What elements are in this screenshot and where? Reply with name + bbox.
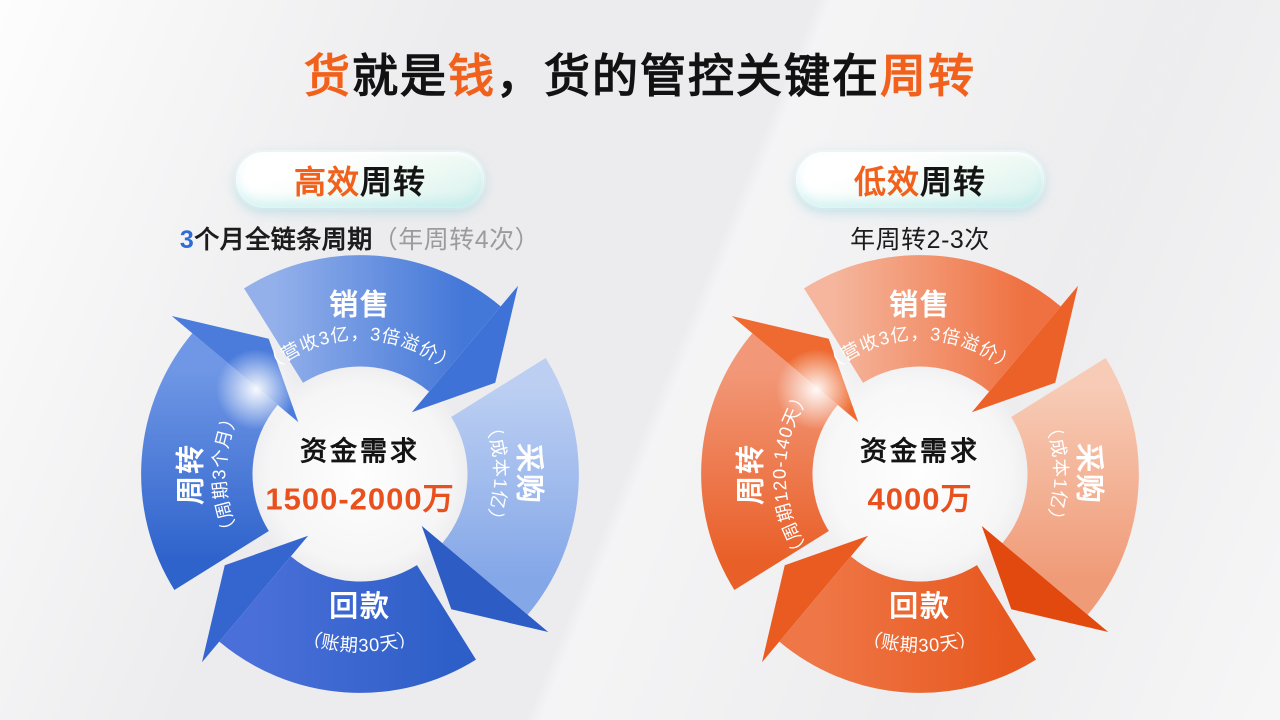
ring-center-glow xyxy=(246,360,474,588)
badge-rest-text: 周转 xyxy=(360,164,427,200)
node-sales-label: 销售 xyxy=(329,290,390,322)
node-purchase-label: 采购 xyxy=(1072,443,1105,504)
arrow-purchase-icon xyxy=(981,525,1109,633)
ring-center-glow xyxy=(806,360,1034,588)
cycle-ring-orange: 销售 （营收3亿，3倍溢价） 采购 （成本1亿） 回款 （账期30天） 周转 （… xyxy=(680,234,1160,714)
page-title: 货就是钱，货的管控关键在周转 xyxy=(304,50,976,102)
node-collection-label: 回款 xyxy=(889,591,950,623)
badge-highlight-text: 低效 xyxy=(853,164,920,200)
capital-requirement-value: 4000万 xyxy=(867,481,973,517)
cycle-ring-blue: 销售 （营收3亿，3倍溢价） 采购 （成本1亿） 回款 （账期30天） 周转 （… xyxy=(120,234,600,714)
panel-efficient-turnover: 高效周转 3个月全链条周期（年周转4次） xyxy=(70,150,650,716)
title-highlight: 钱 xyxy=(448,50,496,102)
capital-requirement-value: 1500-2000万 xyxy=(265,481,455,517)
arrow-collection-icon xyxy=(761,535,869,663)
capital-requirement-label: 资金需求 xyxy=(860,436,980,467)
cycle-ring-orange-svg: 销售 （营收3亿，3倍溢价） 采购 （成本1亿） 回款 （账期30天） 周转 （… xyxy=(701,255,1139,693)
subtitle-body: 个月全链条周期 xyxy=(194,226,373,254)
subtitle-prefix: 3 xyxy=(179,226,195,254)
subtitle-note: （年周转4次） xyxy=(372,226,541,254)
segment-purchase-arc xyxy=(441,358,579,615)
capital-requirement-block: 资金需求 1500-2000万 xyxy=(230,430,490,519)
lens-flare xyxy=(776,349,857,430)
badge-highlight-text: 高效 xyxy=(293,164,360,200)
node-turnover-label: 周转 xyxy=(736,443,768,504)
subtitle-body: 年周转2-3次 xyxy=(850,226,990,254)
subtitle-inefficient: 年周转2-3次 xyxy=(630,220,1210,256)
node-collection-label: 回款 xyxy=(329,591,390,623)
segment-sales-arc xyxy=(804,255,1061,393)
cycle-ring-blue-svg: 销售 （营收3亿，3倍溢价） 采购 （成本1亿） 回款 （账期30天） 周转 （… xyxy=(141,255,579,693)
capital-requirement-label: 资金需求 xyxy=(300,436,420,467)
segment-collection-arc xyxy=(219,555,476,693)
title-highlight: 周转 xyxy=(880,50,976,102)
badge-efficient: 高效周转 xyxy=(236,152,484,208)
node-purchase-label: 采购 xyxy=(512,443,545,504)
segment-collection-arc xyxy=(779,555,1036,693)
badge-rest-text: 周转 xyxy=(920,164,987,200)
node-turnover-label: 周转 xyxy=(176,443,208,504)
node-sales-label: 销售 xyxy=(889,290,950,322)
lens-flare xyxy=(216,349,297,430)
panel-inefficient-turnover: 低效周转 年周转2-3次 xyxy=(630,150,1210,716)
arrow-sales-icon xyxy=(971,285,1079,413)
segment-purchase-arc xyxy=(1001,358,1139,615)
badge-inefficient: 低效周转 xyxy=(796,152,1044,208)
segment-sales-arc xyxy=(244,255,501,393)
title-highlight: 货 xyxy=(304,50,352,102)
subtitle-efficient: 3个月全链条周期（年周转4次） xyxy=(70,220,650,256)
capital-requirement-block: 资金需求 4000万 xyxy=(790,430,1050,519)
arrow-sales-icon xyxy=(411,285,519,413)
